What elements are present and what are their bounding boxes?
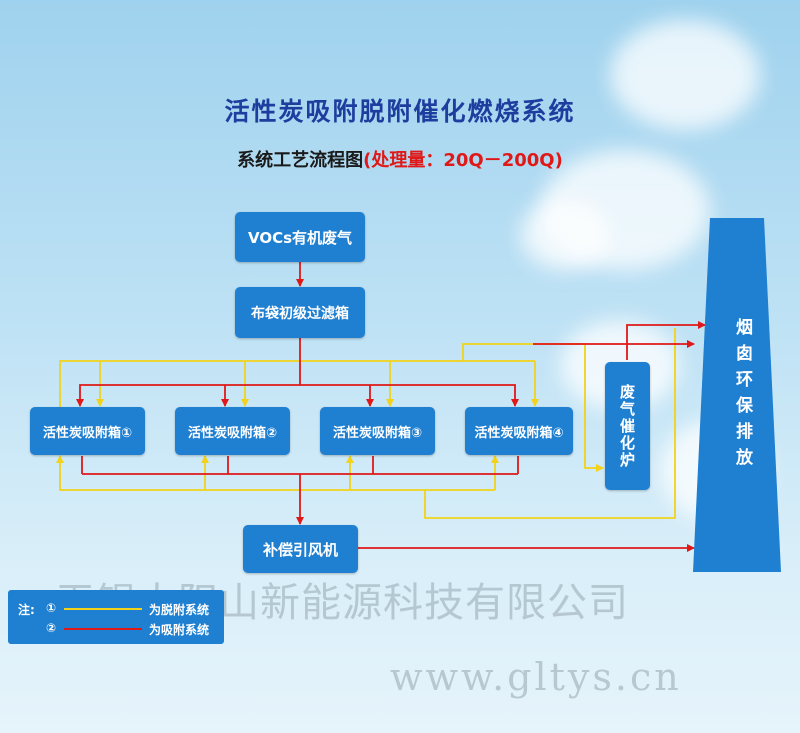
furnace-to-chimney-line — [626, 321, 706, 360]
legend-adsorption-line — [64, 628, 142, 630]
adsorption-supply-line — [76, 338, 301, 407]
page-subtitle: 系统工艺流程图(处理量：20Q－200Q) — [0, 146, 800, 172]
adsorption-box-3: 活性炭吸附箱③ — [320, 407, 435, 455]
cloud — [520, 200, 610, 270]
adsorption-box-4: 活性炭吸附箱④ — [465, 407, 573, 455]
desorption-furnace-return — [424, 328, 676, 519]
adsorption-branch — [300, 384, 519, 407]
legend-label-1: 为脱附系统 — [149, 603, 210, 617]
subtitle-prefix: 系统工艺流程图 — [237, 150, 364, 171]
chimney-shape — [693, 218, 781, 572]
subtitle-capacity: (处理量：20Q－200Q) — [363, 150, 563, 171]
cloud — [610, 20, 760, 130]
bag-filter-box: 布袋初级过滤箱 — [235, 287, 365, 338]
legend-desorption-line — [64, 608, 142, 610]
catalytic-furnace-box: 废气催化炉 — [605, 362, 650, 490]
adsorption-box-2: 活性炭吸附箱② — [175, 407, 290, 455]
compensation-fan-box: 补偿引风机 — [243, 525, 358, 573]
legend-marker-2: ② — [46, 621, 57, 635]
desorption-supply-line — [59, 360, 535, 408]
legend: 注: ① 为脱附系统 ② 为吸附系统 — [8, 590, 224, 644]
page-title: 活性炭吸附脱附催化燃烧系统 — [224, 97, 576, 126]
chimney-label: 烟囱环保排放 — [732, 318, 752, 474]
legend-marker-1: ① — [46, 601, 57, 615]
desorption-return-line — [59, 474, 495, 491]
legend-note: 注: — [18, 603, 35, 617]
legend-label-2: 为吸附系统 — [149, 623, 210, 637]
vocs-source-box: VOCs有机废气 — [235, 212, 365, 262]
adsorption-box-1: 活性炭吸附箱① — [30, 407, 145, 455]
url-watermark: www.gltys.cn — [390, 655, 682, 699]
